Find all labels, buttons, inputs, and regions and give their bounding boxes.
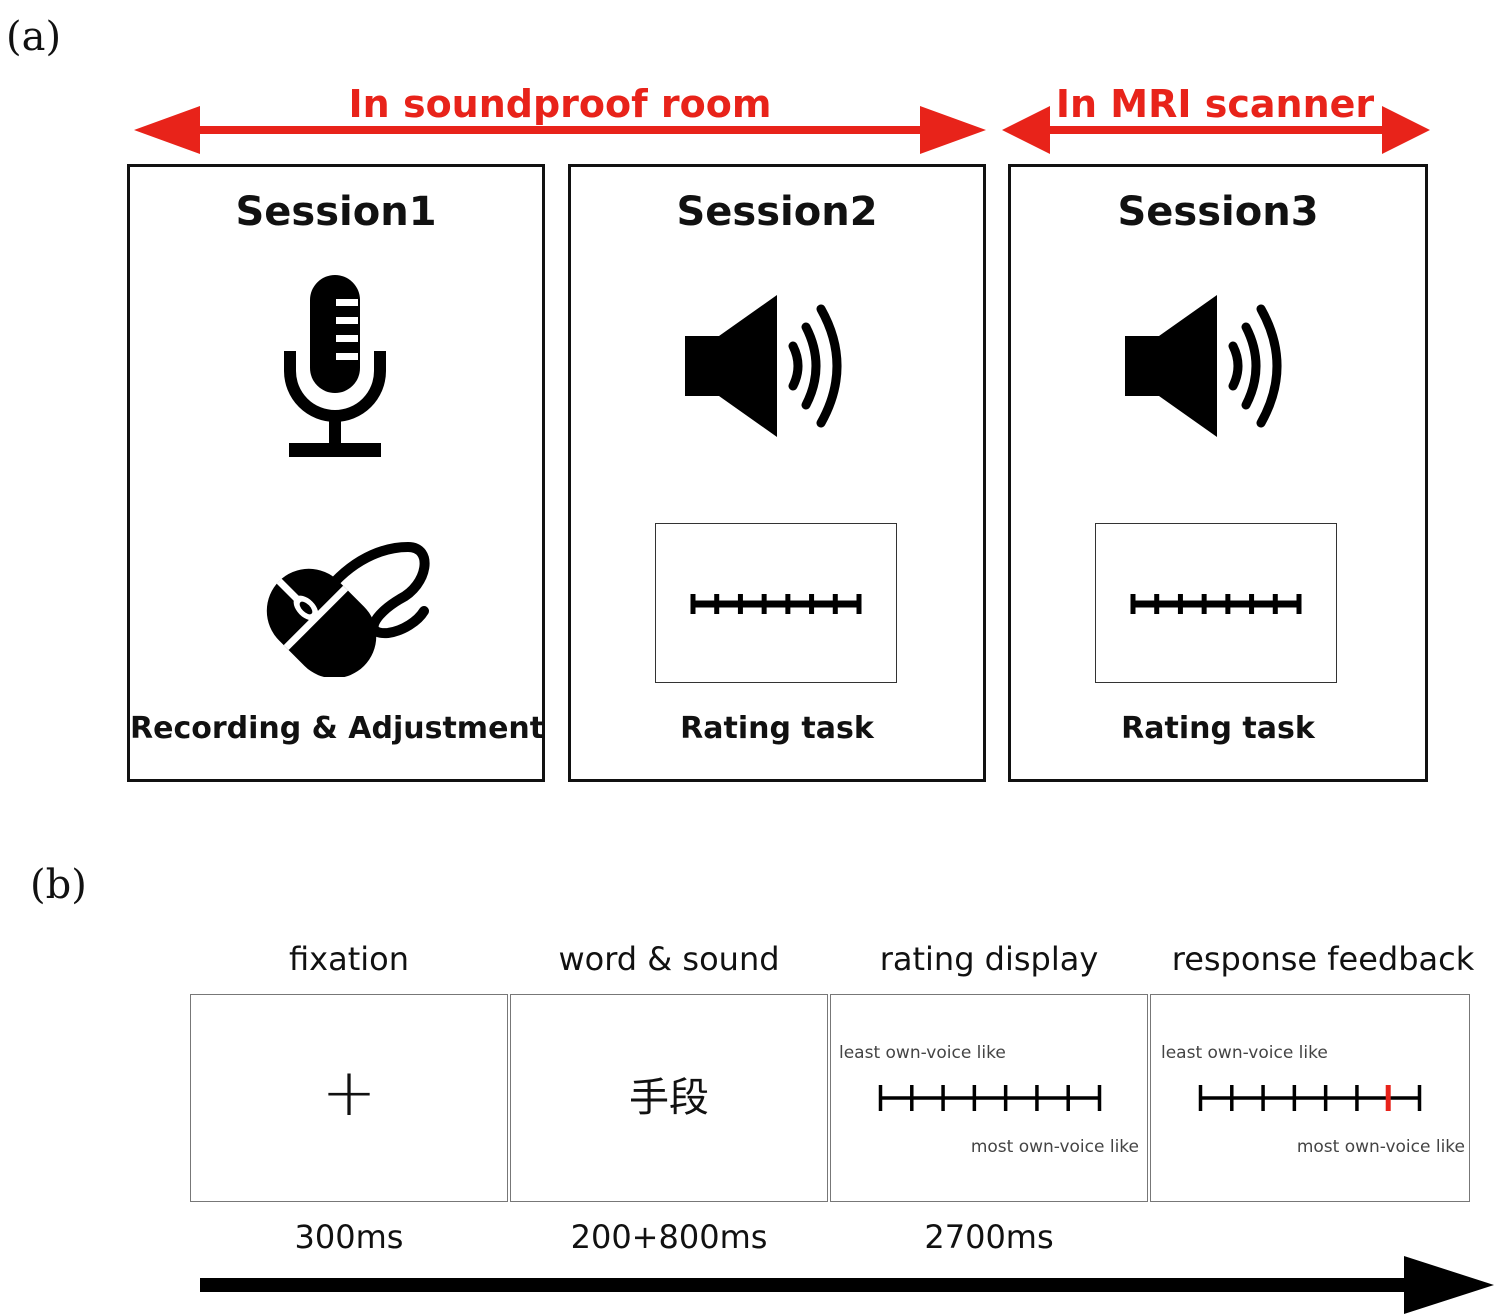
step-word-sound-label: word & sound <box>558 940 780 978</box>
step-fixation-label: fixation <box>289 940 409 978</box>
mouse-icon <box>266 541 430 677</box>
session-1-title: Session1 <box>235 189 437 235</box>
session-3-title: Session3 <box>1117 189 1319 235</box>
session-3-caption: Rating task <box>1121 711 1315 746</box>
stimulus-word: 手段 <box>629 1075 709 1121</box>
mri-scanner-range-arrow <box>1002 106 1430 154</box>
speaker-icon <box>1125 295 1282 437</box>
session-3-rating-screen <box>1095 523 1337 683</box>
step-rating-display-label: rating display <box>879 940 1099 978</box>
session-2-box: Session2 Rating task <box>568 164 986 782</box>
mri-scanner-label: In MRI scanner <box>1055 82 1375 126</box>
session-2-title: Session2 <box>676 189 878 235</box>
least-own-voice-anchor: least own-voice like <box>839 1043 1006 1063</box>
step-response-feedback-label: response feedback <box>1171 940 1475 978</box>
microphone-icon <box>284 275 386 457</box>
rating-display-frame: least own-voice like most own-voice like <box>830 994 1148 1202</box>
word-sound-duration: 200+800ms <box>570 1218 768 1256</box>
session-1-box: Session1 Recording & Adjustment <box>127 164 545 782</box>
rating-display-scale <box>878 1085 1102 1111</box>
soundproof-room-range-arrow <box>134 106 986 154</box>
session-1-caption: Recording & Adjustment <box>130 711 545 746</box>
soundproof-room-label: In soundproof room <box>348 82 772 126</box>
fixation-cross: + <box>321 1054 377 1131</box>
fixation-frame: + <box>190 994 508 1202</box>
fixation-duration: 300ms <box>294 1218 404 1256</box>
most-own-voice-anchor: most own-voice like <box>1296 1137 1465 1157</box>
most-own-voice-anchor: most own-voice like <box>970 1137 1139 1157</box>
panel-b-label: (b) <box>30 862 87 908</box>
session-2-rating-screen <box>655 523 897 683</box>
session-3-box: Session3 Rating task <box>1008 164 1428 782</box>
rating-display-duration: 2700ms <box>924 1218 1054 1256</box>
word-sound-frame: 手段 <box>510 994 828 1202</box>
timeline-arrow <box>200 1256 1494 1314</box>
response-feedback-scale <box>1198 1085 1422 1111</box>
least-own-voice-anchor: least own-voice like <box>1161 1043 1328 1063</box>
panel-a-label: (a) <box>6 14 62 60</box>
session-3-rating-scale <box>1130 594 1302 614</box>
response-feedback-frame: least own-voice like most own-voice like <box>1150 994 1470 1202</box>
session-2-rating-scale <box>690 594 862 614</box>
speaker-icon <box>685 295 842 437</box>
session-2-caption: Rating task <box>680 711 874 746</box>
